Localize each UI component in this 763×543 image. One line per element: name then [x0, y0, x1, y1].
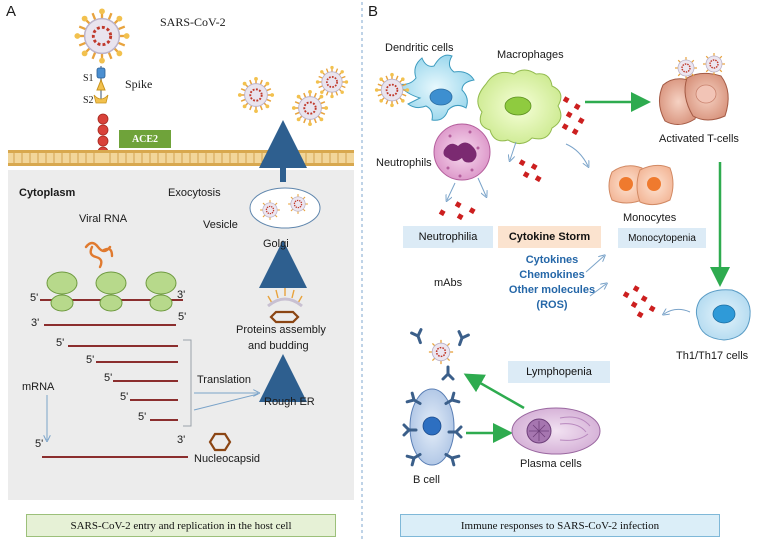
- th-cells-label: Th1/Th17 cells: [676, 350, 749, 362]
- macrophages-label: Macrophages: [497, 49, 564, 61]
- neutrophils-label: Neutrophils: [376, 157, 432, 169]
- five-prime-6: 5': [120, 391, 129, 403]
- proteins-assembly-label: Proteins assembly: [236, 324, 326, 336]
- spike-label: Spike: [125, 77, 153, 91]
- storm-item-cytokines: Cytokines: [525, 254, 579, 266]
- and-budding-label: and budding: [248, 340, 309, 352]
- monocytopenia-box: Monocytopenia: [618, 228, 706, 248]
- five-prime-2: 5': [178, 311, 187, 323]
- mrna-label: mRNA: [22, 381, 55, 393]
- rough-er-label: Rough ER: [264, 396, 315, 408]
- exocytosis-label: Exocytosis: [168, 187, 221, 199]
- panel-b-letter: B: [368, 3, 379, 20]
- three-prime-1: 3': [177, 289, 186, 301]
- five-prime-7: 5': [138, 411, 147, 423]
- five-prime-5: 5': [104, 372, 113, 384]
- storm-item-other-molecules: Other molecules: [508, 284, 596, 296]
- s1-label: S1: [83, 73, 94, 84]
- viral-rna-label: Viral RNA: [79, 213, 128, 225]
- cytoplasm-label: Cytoplasm: [19, 187, 76, 199]
- virus-name-label: SARS-CoV-2: [160, 15, 226, 29]
- golgi-label: Golgi: [263, 238, 289, 250]
- cytokine-storm-box: Cytokine Storm: [498, 226, 601, 248]
- storm-item-ros: (ROS): [536, 299, 568, 311]
- s2-label: S2: [83, 95, 94, 106]
- plasma-cells-label: Plasma cells: [520, 458, 582, 470]
- five-prime-8: 5': [35, 438, 44, 450]
- five-prime-4: 5': [86, 354, 95, 366]
- panel-a-letter: A: [6, 3, 17, 20]
- panel-a-caption: SARS-CoV-2 entry and replication in the …: [26, 514, 336, 537]
- translation-label: Translation: [197, 374, 252, 386]
- nucleocapsid-label: Nucleocapsid: [194, 453, 261, 465]
- cytokine-storm-list: Cytokines Chemokines Other molecules (RO…: [492, 253, 612, 313]
- five-prime-3: 5': [56, 337, 65, 349]
- monocytes-label: Monocytes: [623, 212, 677, 224]
- activated-tcells-label: Activated T-cells: [659, 133, 739, 145]
- dendritic-cells-label: Dendritic cells: [385, 42, 454, 54]
- ace2-label: ACE2: [119, 130, 171, 148]
- storm-item-chemokines: Chemokines: [519, 269, 585, 281]
- mabs-label: mAbs: [434, 277, 463, 289]
- b-cell-label: B cell: [413, 474, 440, 486]
- lymphopenia-box: Lymphopenia: [508, 361, 610, 383]
- five-prime-1: 5': [30, 292, 39, 304]
- panel-b-caption: Immune responses to SARS-CoV-2 infection: [400, 514, 720, 537]
- neutrophilia-box: Neutrophilia: [403, 226, 493, 248]
- vesicle-label: Vesicle: [203, 219, 238, 231]
- three-prime-2: 3': [31, 317, 40, 329]
- three-prime-3: 3': [177, 434, 186, 446]
